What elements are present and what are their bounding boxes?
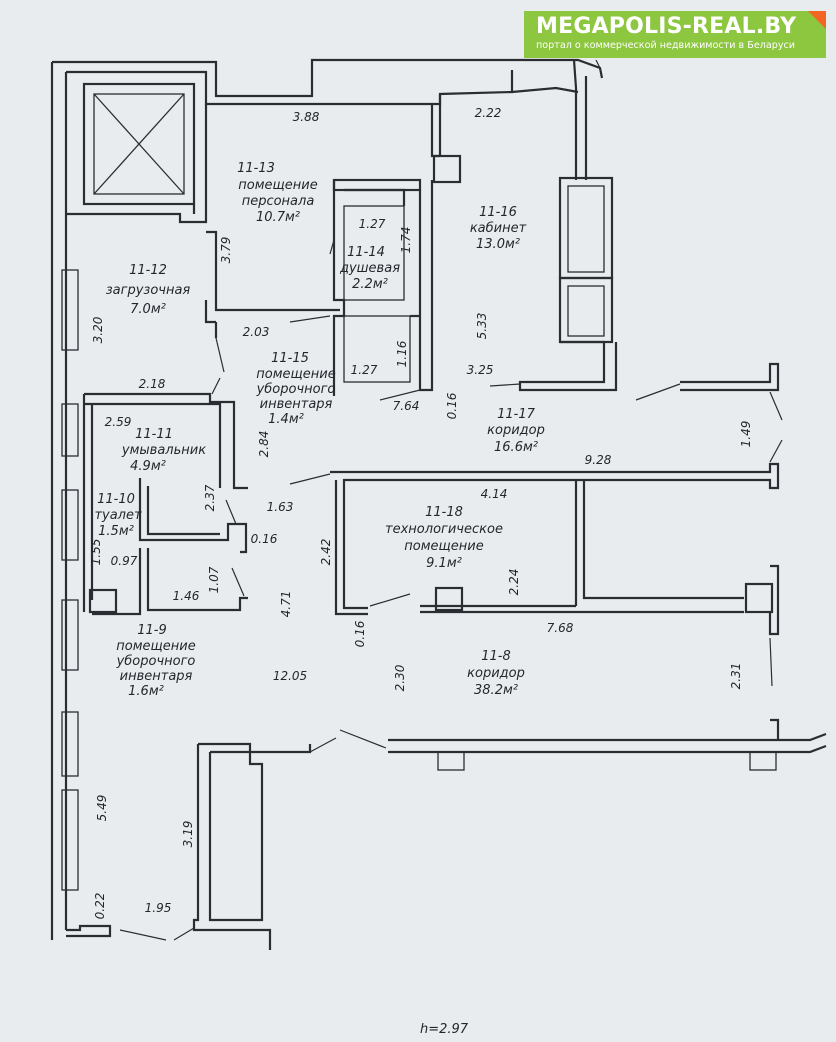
dim-label: 2.30 xyxy=(393,664,407,691)
svg-text:загрузочная: загрузочная xyxy=(106,283,191,298)
dim-label: 1.27 xyxy=(359,217,386,231)
door-swings xyxy=(119,59,783,941)
dim-label: 3.25 xyxy=(467,363,494,377)
room-11-10: 11-10 туалет 1.5м² xyxy=(94,492,142,539)
dimension-labels: 3.88 2.22 1.27 1.74 3.79 3.20 5.33 2.03 … xyxy=(89,106,753,919)
svg-text:16.6м²: 16.6м² xyxy=(494,440,538,455)
svg-text:4.9м²: 4.9м² xyxy=(130,459,166,474)
dim-label: 2.03 xyxy=(243,325,270,339)
dim-label: 1.95 xyxy=(145,901,172,915)
dim-label: 2.84 xyxy=(257,431,271,458)
svg-text:11-10: 11-10 xyxy=(97,492,135,507)
dim-label: 3.20 xyxy=(91,316,105,343)
dim-label: 2.37 xyxy=(203,484,217,511)
site-logo-tagline: портал о коммерческой недвижимости в Бел… xyxy=(536,40,796,51)
svg-text:1.5м²: 1.5м² xyxy=(98,524,134,539)
room-11-8: 11-8 коридор 38.2м² xyxy=(467,649,525,698)
svg-text:1.6м²: 1.6м² xyxy=(128,684,164,699)
dim-label: 2.18 xyxy=(139,377,166,391)
dim-label: 1.55 xyxy=(89,539,103,566)
svg-text:помещение: помещение xyxy=(256,367,335,382)
svg-text:помещение: помещение xyxy=(404,539,483,554)
svg-text:11-15: 11-15 xyxy=(271,351,309,366)
svg-text:11-11: 11-11 xyxy=(135,427,173,442)
dim-label: 2.31 xyxy=(729,663,743,690)
svg-text:11-16: 11-16 xyxy=(479,205,517,220)
dim-label: 0.22 xyxy=(93,893,107,920)
room-11-11: 11-11 умывальник 4.9м² xyxy=(121,427,206,474)
svg-text:уборочного: уборочного xyxy=(256,382,336,397)
site-logo-title: MEGAPOLIS-REAL.BY xyxy=(536,14,797,39)
dim-label: 2.42 xyxy=(319,539,333,566)
logo-corner-icon xyxy=(808,11,826,29)
room-11-17: 11-17 коридор 16.6м² xyxy=(487,407,545,455)
dim-label: 1.49 xyxy=(739,421,753,448)
svg-text:инвентаря: инвентаря xyxy=(260,397,333,412)
dim-label: 5.33 xyxy=(475,313,489,340)
room-labels: 11-13 помещение персонала 10.7м² 11-14 д… xyxy=(94,161,544,699)
room-11-18: 11-18 технологическое помещение 9.1м² xyxy=(385,505,503,571)
svg-text:персонала: персонала xyxy=(242,194,315,209)
svg-text:коридор: коридор xyxy=(487,423,545,438)
room-11-13: 11-13 помещение персонала 10.7м² xyxy=(237,161,318,225)
svg-text:38.2м²: 38.2м² xyxy=(474,683,518,698)
room-11-14: 11-14 душевая 2.2м² xyxy=(339,245,400,292)
room-11-9: 11-9 помещение уборочного инвентаря 1.6м… xyxy=(116,623,196,699)
svg-text:11-18: 11-18 xyxy=(425,505,463,520)
dim-label: 7.68 xyxy=(547,621,574,635)
dim-label: 0.97 xyxy=(111,554,138,568)
dim-label: 1.63 xyxy=(267,500,294,514)
dim-label: 7.64 xyxy=(393,399,420,413)
svg-text:11-9: 11-9 xyxy=(137,623,167,638)
dim-label: 3.79 xyxy=(219,237,233,264)
svg-text:10.7м²: 10.7м² xyxy=(256,210,300,225)
svg-text:инвентаря: инвентаря xyxy=(120,669,193,684)
dim-label: 1.46 xyxy=(173,589,200,603)
room-11-16: 11-16 кабинет 13.0м² xyxy=(470,205,527,252)
dim-label: 2.22 xyxy=(475,106,502,120)
walls xyxy=(50,58,827,950)
svg-text:2.2м²: 2.2м² xyxy=(352,277,388,292)
svg-text:11-14: 11-14 xyxy=(347,245,385,260)
svg-text:7.0м²: 7.0м² xyxy=(130,302,166,317)
ceiling-height-label: h=2.97 xyxy=(420,1022,469,1037)
dim-label: 2.59 xyxy=(105,415,132,429)
dim-label: 9.28 xyxy=(585,453,612,467)
svg-text:душевая: душевая xyxy=(339,261,400,276)
site-logo-banner[interactable]: MEGAPOLIS-REAL.BY портал о коммерческой … xyxy=(524,11,826,58)
dim-label: 1.27 xyxy=(351,363,378,377)
svg-text:1.4м²: 1.4м² xyxy=(268,412,304,427)
dim-label: 2.24 xyxy=(507,569,521,596)
room-11-15: 11-15 помещение уборочного инвентаря 1.4… xyxy=(256,351,336,427)
svg-text:помещение: помещение xyxy=(238,178,317,193)
dim-label: 1.16 xyxy=(395,340,409,367)
dim-label: 0.16 xyxy=(445,392,459,419)
svg-text:помещение: помещение xyxy=(116,639,195,654)
dim-label: 4.14 xyxy=(481,487,508,501)
dim-label: 0.16 xyxy=(353,620,367,647)
dim-label: 0.16 xyxy=(251,532,278,546)
room-11-12: 11-12 загрузочная 7.0м² xyxy=(106,263,191,317)
svg-text:туалет: туалет xyxy=(94,508,142,523)
dim-label: 4.71 xyxy=(279,591,293,618)
dim-label: 12.05 xyxy=(273,669,307,683)
svg-text:коридор: коридор xyxy=(467,666,525,681)
svg-text:умывальник: умывальник xyxy=(121,443,206,458)
svg-text:11-13: 11-13 xyxy=(237,161,275,176)
svg-text:9.1м²: 9.1м² xyxy=(426,556,462,571)
dim-label: 5.49 xyxy=(95,795,109,822)
svg-text:11-12: 11-12 xyxy=(129,263,167,278)
dim-label: 3.88 xyxy=(293,110,320,124)
svg-text:уборочного: уборочного xyxy=(116,654,196,669)
svg-text:кабинет: кабинет xyxy=(470,221,527,236)
dim-label: 1.74 xyxy=(399,227,413,254)
svg-text:13.0м²: 13.0м² xyxy=(476,237,520,252)
dim-label: 1.07 xyxy=(207,566,221,593)
svg-text:11-8: 11-8 xyxy=(481,649,511,664)
dim-label: 3.19 xyxy=(181,821,195,848)
svg-text:технологическое: технологическое xyxy=(385,522,503,537)
svg-text:11-17: 11-17 xyxy=(497,407,536,422)
